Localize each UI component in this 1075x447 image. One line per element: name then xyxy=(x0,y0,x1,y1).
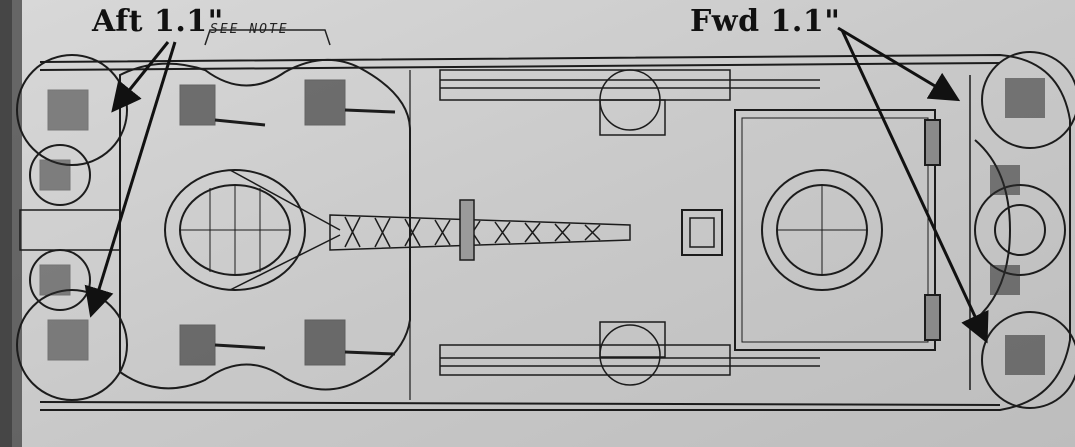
fwd-arrow-lower xyxy=(840,29,989,344)
aft-gun-mounts xyxy=(39,79,396,366)
left-shadow xyxy=(0,0,22,447)
paper-sheet xyxy=(12,0,1075,447)
fwd-label: Fwd 1.1" xyxy=(690,4,841,39)
annotation-arrows xyxy=(84,26,989,344)
fwd-arrow-upper xyxy=(837,26,961,102)
aft-gun-tubs xyxy=(16,54,128,401)
aft-arrow-lower xyxy=(84,41,177,318)
aft-superstructure xyxy=(119,59,411,391)
mid-deck-details xyxy=(439,69,820,386)
forward-gun-mounts xyxy=(990,78,1045,375)
see-note-bracket xyxy=(204,29,331,46)
aft-arrow-upper xyxy=(111,41,170,113)
aft-label: Aft 1.1" xyxy=(92,4,224,39)
see-note-label: SEE NOTE xyxy=(210,22,289,37)
